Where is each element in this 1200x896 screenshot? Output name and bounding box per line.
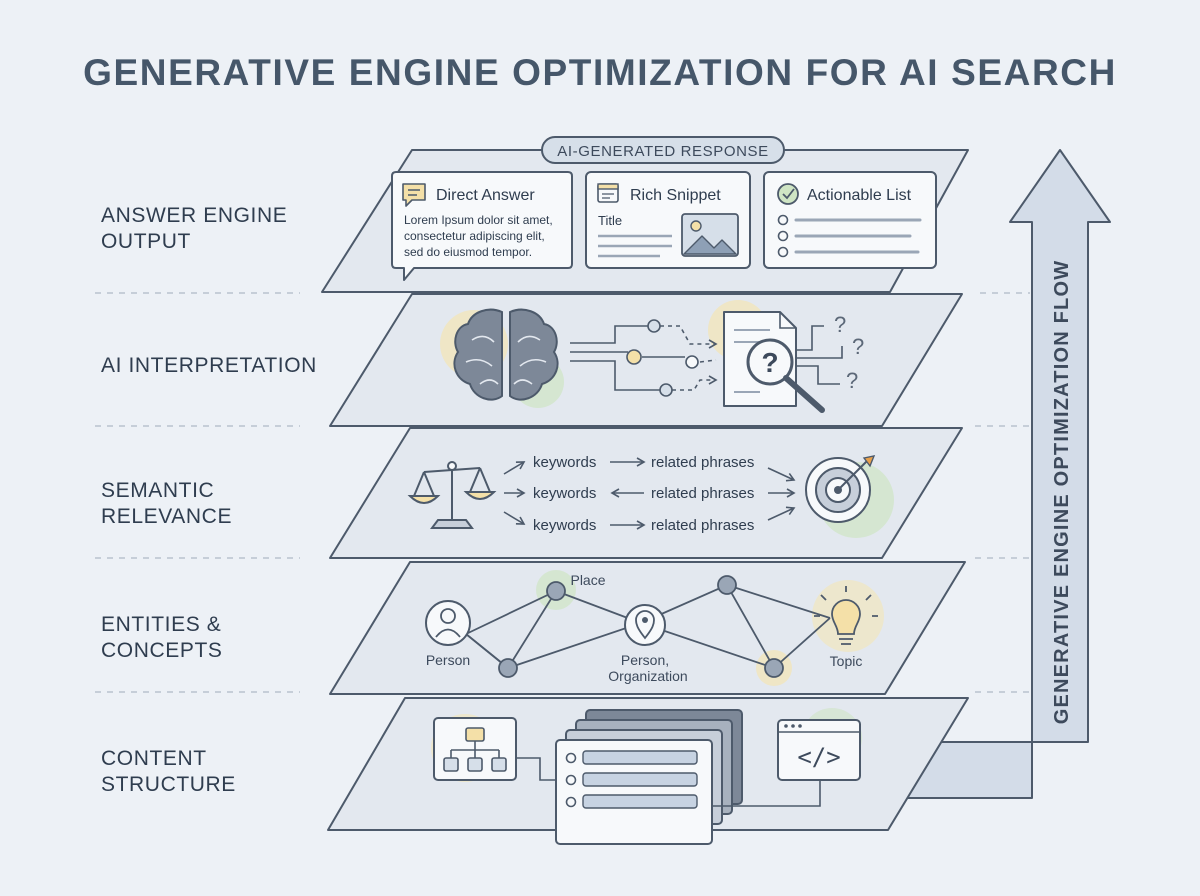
related-phrase-label: related phrases [651, 454, 754, 471]
flow-label: GENERATIVE ENGINE OPTIMIZATION FLOW [1051, 260, 1073, 725]
graph-node [717, 575, 737, 595]
magnifier-question-mark: ? [761, 347, 778, 378]
keyword-label: keywords [533, 454, 596, 471]
graph-node [764, 658, 784, 678]
flow-arrow: GENERATIVE ENGINE OPTIMIZATION FLOW [904, 149, 1111, 799]
actionable-list-card: Actionable List [763, 171, 937, 269]
graph-node [498, 658, 518, 678]
related-phrase-label: related phrases [651, 517, 754, 534]
direct-answer-card: Direct Answer Lorem Ipsum dolor sit amet… [391, 171, 573, 281]
document-magnifier-icon: ? [723, 311, 825, 413]
person-node [425, 600, 471, 646]
layer-label-line: ENTITIES & [101, 613, 222, 636]
interpretation-connectors [570, 325, 718, 391]
layer-label-structure: CONTENT STRUCTURE [101, 746, 236, 798]
question-mark: ? [834, 312, 846, 337]
direct-answer-line: sed do eiusmod tempor. [404, 245, 532, 259]
related-phrase-label: related phrases [651, 485, 754, 502]
layer-separators [95, 292, 1030, 693]
layer-label-line: RELEVANCE [101, 505, 233, 528]
signal-node [626, 349, 642, 365]
question-mark: ? [852, 334, 864, 359]
direct-answer-line: consectetur adipiscing elit, [404, 229, 545, 243]
layer-interpretation: ? ? ? ? [329, 293, 963, 427]
layer-label-line: ANSWER ENGINE [101, 204, 288, 227]
semantic-arrows [503, 457, 796, 530]
entity-place-label: Place [570, 572, 605, 588]
layer-label-semantic: SEMANTIC RELEVANCE [101, 478, 232, 530]
layer-label-line: SEMANTIC [101, 479, 215, 502]
entity-org-label-line2: Organization [608, 668, 687, 684]
scales-icon [407, 461, 497, 529]
layer-label-line: CONCEPTS [101, 639, 223, 662]
direct-answer-line: Lorem Ipsum dolor sit amet, [404, 213, 553, 227]
layer-label-entities: ENTITIES & CONCEPTS [101, 612, 222, 664]
image-thumbnail-icon [681, 213, 739, 257]
layer-label-line: OUTPUT [101, 230, 191, 253]
sitemap-icon [433, 717, 517, 781]
layer-label-output: ANSWER ENGINE OUTPUT [101, 203, 287, 255]
graph-node [546, 581, 566, 601]
layer-semantic: keywords related phrases keywords relate… [329, 427, 963, 559]
list-bullet [777, 246, 789, 258]
signal-node [685, 355, 699, 369]
page-title: GENERATIVE ENGINE OPTIMIZATION FOR AI SE… [83, 52, 1117, 93]
brain-icon [453, 308, 559, 401]
entity-topic-label: Topic [830, 653, 863, 669]
code-glyph: </> [797, 743, 840, 771]
structured-data-stack-icon [555, 709, 743, 845]
layer-label-interpretation: AI INTERPRETATION [101, 353, 317, 379]
chat-bubble-icon [402, 183, 426, 207]
lightbulb-icon [814, 586, 878, 645]
list-bullet [777, 230, 789, 242]
signal-node [659, 383, 673, 397]
checkmark-circle-icon [777, 183, 799, 205]
rich-snippet-card: Rich Snippet Title [585, 171, 751, 269]
direct-answer-title: Direct Answer [436, 187, 535, 204]
layer-content-structure: </> [327, 697, 969, 845]
layer-output: AI-GENERATED RESPONSE Direct Answer Lore… [321, 136, 969, 293]
target-icon [805, 455, 876, 523]
location-pin-node [624, 604, 666, 646]
list-bullet [777, 214, 789, 226]
entity-org-label-line1: Person, [621, 652, 669, 668]
keyword-label: keywords [533, 517, 596, 534]
signal-node [647, 319, 661, 333]
actionable-list-title: Actionable List [807, 187, 912, 204]
rich-snippet-title: Rich Snippet [630, 187, 721, 204]
layer-entities: Person Place Person, Organization Topic [329, 561, 966, 695]
browser-window-icon [597, 183, 619, 203]
question-mark: ? [846, 368, 858, 393]
ai-response-badge: AI-GENERATED RESPONSE [541, 136, 785, 164]
question-branches [796, 325, 843, 385]
rich-snippet-subtitle: Title [598, 213, 622, 228]
layer-label-line: CONTENT [101, 747, 207, 770]
entity-person-label: Person [426, 652, 470, 668]
keyword-label: keywords [533, 485, 596, 502]
code-window-icon: </> [777, 719, 861, 781]
layer-label-line: STRUCTURE [101, 773, 236, 796]
layer-label-line: AI INTERPRETATION [101, 354, 317, 377]
ai-response-badge-label: AI-GENERATED RESPONSE [557, 143, 769, 160]
